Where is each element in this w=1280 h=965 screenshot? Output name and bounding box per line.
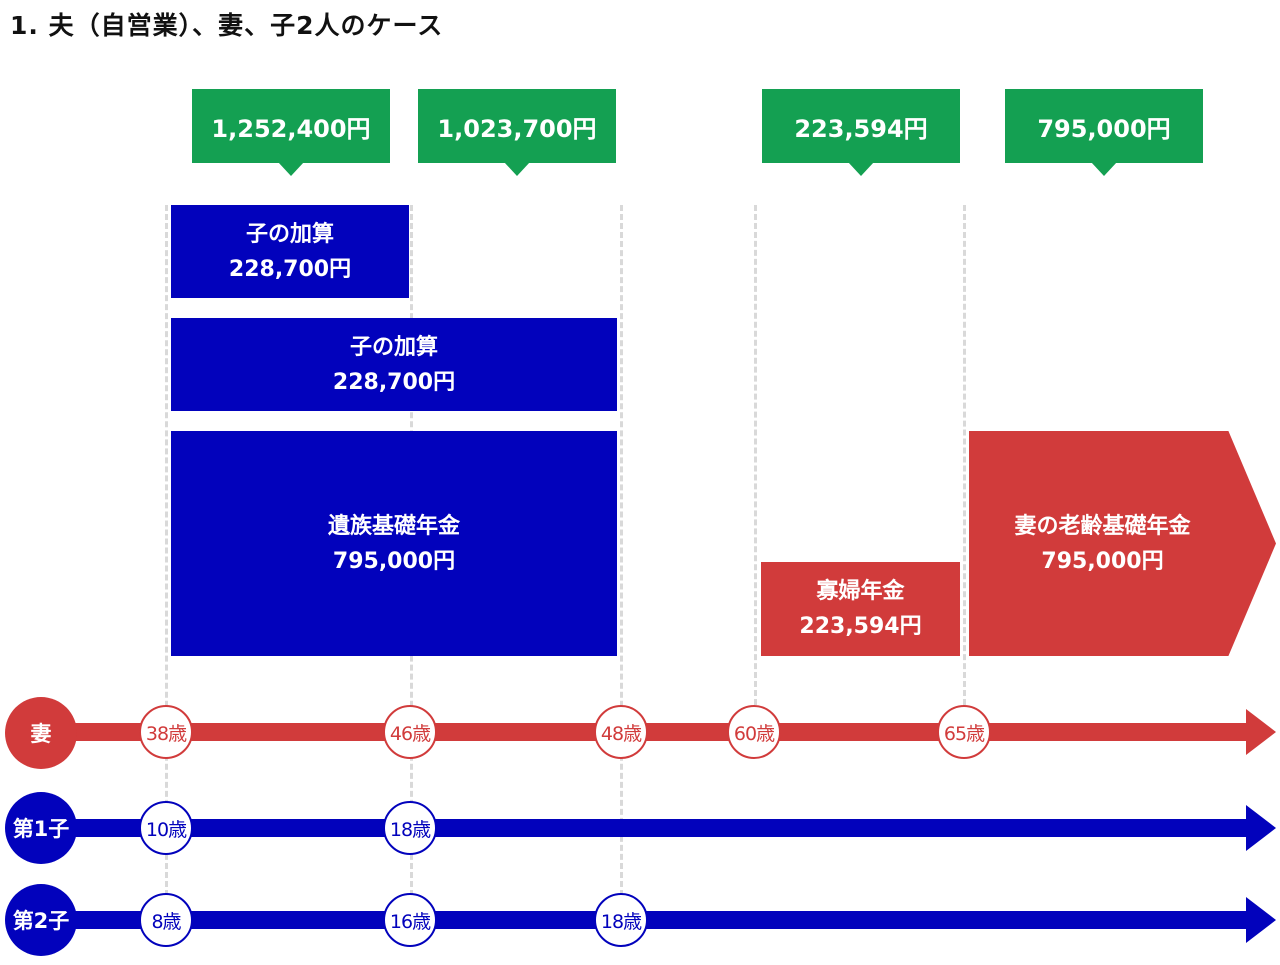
guide-line-5 — [963, 205, 966, 705]
wife-age-38: 38歳 — [139, 705, 193, 759]
child2-age-18: 18歳 — [594, 893, 648, 947]
survivor-basic-pension-bar: 遺族基礎年金 795,000円 — [171, 431, 617, 656]
wife-age-65: 65歳 — [937, 705, 991, 759]
child1-age-10: 10歳 — [139, 801, 193, 855]
survivor-basic-pension-amount: 795,000円 — [332, 548, 456, 574]
child-addition-1-label: 子の加算 — [245, 221, 334, 247]
wife-label: 妻 — [5, 697, 77, 769]
child-addition-bar-2: 子の加算 228,700円 — [171, 318, 617, 411]
child1-age-18: 18歳 — [383, 801, 437, 855]
page-title: 1. 夫（自営業）、妻、子2人のケース — [10, 11, 444, 40]
total-callout-3: 223,594円 — [762, 89, 960, 176]
wife-old-age-pension-bar: 妻の老齢基礎年金 795,000円 — [969, 431, 1276, 656]
child2-age-16: 16歳 — [383, 893, 437, 947]
wife-arrow-head — [1246, 709, 1276, 755]
total-callout-2: 1,023,700円 — [418, 89, 616, 176]
wife-age-48: 48歳 — [594, 705, 648, 759]
child1-timeline-arrow — [40, 819, 1252, 837]
child2-arrow-head — [1246, 897, 1276, 943]
survivor-basic-pension-label: 遺族基礎年金 — [327, 513, 460, 539]
child-addition-bar-1: 子の加算 228,700円 — [171, 205, 409, 298]
wife-old-age-pension-label: 妻の老齢基礎年金 — [1014, 513, 1191, 539]
total-callout-1: 1,252,400円 — [192, 89, 390, 176]
widow-pension-bar: 寡婦年金 223,594円 — [761, 562, 960, 656]
child-addition-2-amount: 228,700円 — [332, 369, 456, 395]
guide-line-1 — [165, 205, 168, 905]
guide-line-3 — [620, 205, 623, 905]
child2-age-8: 8歳 — [139, 893, 193, 947]
wife-age-60: 60歳 — [727, 705, 781, 759]
total-callout-4: 795,000円 — [1005, 89, 1203, 176]
child-addition-1-amount: 228,700円 — [228, 256, 352, 282]
widow-pension-amount: 223,594円 — [799, 614, 922, 639]
child-addition-2-label: 子の加算 — [349, 334, 438, 360]
widow-pension-label: 寡婦年金 — [816, 579, 905, 604]
wife-age-46: 46歳 — [383, 705, 437, 759]
wife-old-age-pension-amount: 795,000円 — [1041, 548, 1164, 574]
child2-label: 第2子 — [5, 884, 77, 956]
child1-arrow-head — [1246, 805, 1276, 851]
guide-line-4 — [754, 205, 757, 705]
child1-label: 第1子 — [5, 792, 77, 864]
